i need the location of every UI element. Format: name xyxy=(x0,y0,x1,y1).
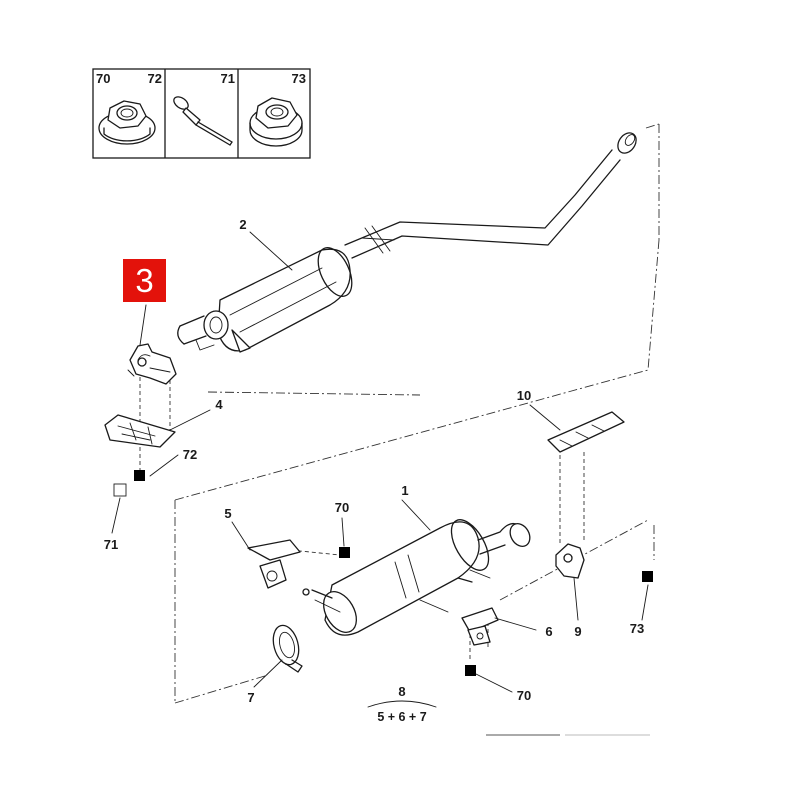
marker-72 xyxy=(134,470,145,481)
inset-cell1-right-label: 72 xyxy=(148,71,162,86)
ring-clamp-part-7 xyxy=(272,624,303,673)
clamp-part-6 xyxy=(461,607,499,646)
fastener-inset-table: 70 72 71 73 xyxy=(92,68,311,159)
rubber-mount-part-3 xyxy=(127,343,177,385)
callout-73: 73 xyxy=(630,621,644,636)
nut-icon xyxy=(249,97,303,147)
bracket-part-4 xyxy=(104,414,176,448)
marker-70-lower xyxy=(465,665,476,676)
inset-cell3-label: 73 xyxy=(292,71,306,86)
marker-73 xyxy=(642,571,653,582)
callout-labels: 3 2 4 72 71 1 5 70 10 6 9 73 70 7 8 5 + … xyxy=(104,217,644,724)
callout-6: 6 xyxy=(545,624,552,639)
assembly-guide-lines xyxy=(139,123,660,704)
callout-5: 5 xyxy=(224,506,231,521)
kit-formula: 5 + 6 + 7 xyxy=(377,710,426,724)
flange-nut-icon xyxy=(98,100,156,145)
leader-lines xyxy=(111,231,649,693)
marker-70-upper xyxy=(339,547,350,558)
intermediate-pipe-part-2 xyxy=(177,132,637,353)
marker-71 xyxy=(113,483,127,497)
rivet-bolt-icon xyxy=(173,96,233,146)
callout-9: 9 xyxy=(574,624,581,639)
fastener-markers xyxy=(113,470,653,676)
callout-1: 1 xyxy=(401,483,408,498)
highlight-badge xyxy=(123,259,166,302)
rubber-mount-part-9 xyxy=(555,543,585,579)
inset-cell2-label: 71 xyxy=(221,71,235,86)
callout-72: 72 xyxy=(183,447,197,462)
rear-silencer-part-1 xyxy=(302,519,531,636)
callout-70-upper: 70 xyxy=(335,500,349,515)
clamp-part-5 xyxy=(247,539,301,589)
callout-7: 7 xyxy=(247,690,254,705)
callout-2: 2 xyxy=(239,217,246,232)
callout-71: 71 xyxy=(104,537,118,552)
inset-cell1-left-label: 70 xyxy=(96,71,110,86)
kit-brace xyxy=(367,700,437,708)
callout-3-highlighted: 3 xyxy=(135,262,153,299)
callout-10: 10 xyxy=(517,388,531,403)
heat-shield-part-10 xyxy=(547,411,625,453)
callout-8-kit: 8 xyxy=(398,684,405,699)
callout-4: 4 xyxy=(215,397,223,412)
callout-70-lower: 70 xyxy=(517,688,531,703)
